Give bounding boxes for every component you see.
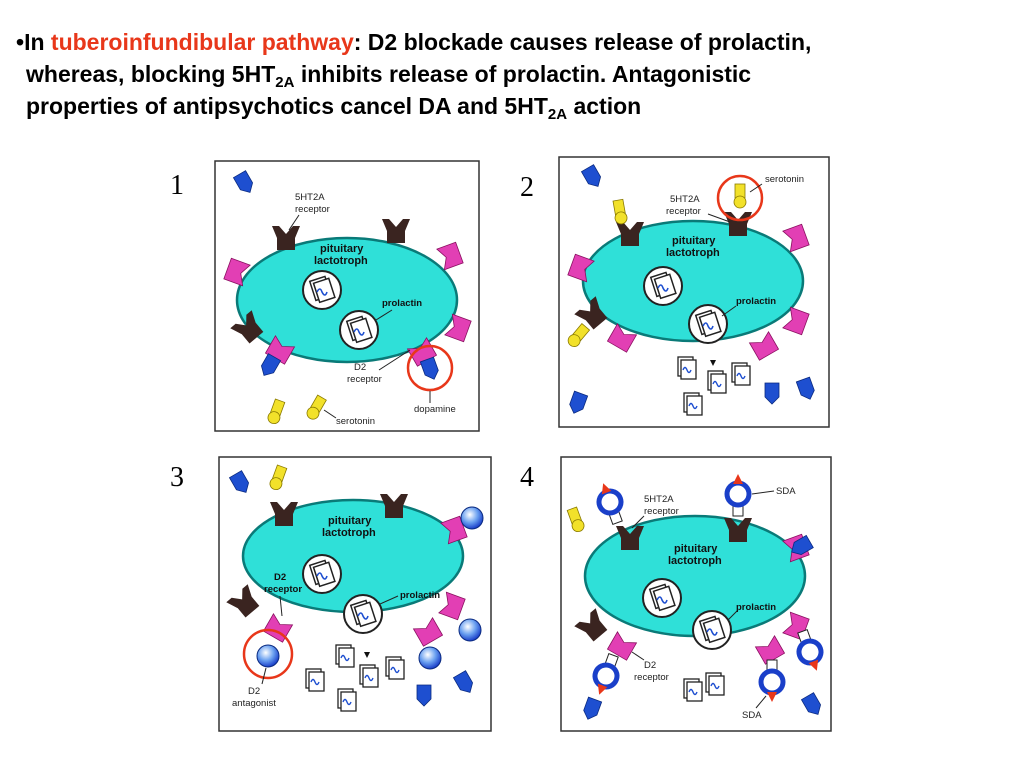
prolactin-packet (683, 392, 703, 416)
prolactin-packet (359, 664, 379, 688)
bullet-in: In (24, 29, 51, 55)
prolactin-granule (339, 310, 379, 350)
prolactin-granule (643, 266, 683, 306)
prolactin-packet (337, 688, 357, 712)
cell-label-1: pituitary (320, 243, 364, 255)
highlight-circle (242, 628, 294, 680)
5ht2a-label: 5HT2A (644, 494, 674, 505)
panel-2: pituitary lactotroph prolactin serotonin… (558, 156, 830, 428)
cell-label-2: lactotroph (668, 555, 722, 567)
line3-text-a: properties of antipsychotics cancel DA a… (26, 93, 548, 119)
panel-4-diagram: pituitary lactotroph prolactin 5HT2A rec… (560, 456, 832, 732)
cell-label-2: lactotroph (322, 527, 376, 539)
5ht2a-label: 5HT2A (670, 194, 700, 205)
panel-number-4: 4 (520, 462, 534, 493)
d2-label: D2 (274, 572, 286, 583)
serotonin-label: serotonin (765, 174, 804, 185)
panel-1-diagram: pituitary lactotroph prolactin 5HT2A rec… (214, 160, 480, 432)
cell-label-1: pituitary (674, 543, 718, 555)
prolactin-granule (642, 578, 682, 618)
bullet-line3: properties of antipsychotics cancel DA a… (16, 90, 1006, 122)
serotonin-molecule (733, 183, 747, 209)
prolactin-label: prolactin (400, 590, 440, 601)
line3-text-b: action (567, 93, 642, 119)
line2-subscript: 2A (275, 74, 295, 91)
5ht2a-label: 5HT2A (295, 192, 325, 203)
prolactin-packet (677, 356, 697, 380)
antagonist-label-1: D2 (248, 686, 260, 697)
receptor-label: receptor (644, 506, 679, 517)
d2-label: D2 (644, 660, 656, 671)
prolactin-packet (705, 672, 725, 696)
pathway-name: tuberoinfundibular pathway (50, 29, 354, 55)
d2-antagonist (460, 506, 484, 530)
prolactin-label: prolactin (736, 602, 776, 613)
receptor-label: receptor (666, 206, 701, 217)
sda-label-top: SDA (776, 486, 796, 497)
panel-4: pituitary lactotroph prolactin 5HT2A rec… (560, 456, 834, 734)
antagonist-label-2: antagonist (232, 698, 276, 709)
cell-label-2: lactotroph (666, 247, 720, 259)
highlight-circle (716, 174, 764, 222)
bullet-mark: • (16, 29, 25, 55)
line2-text-a: whereas, blocking 5HT (26, 61, 276, 87)
panel-number-2: 2 (520, 172, 534, 203)
bullet-line1-rest: : D2 blockade causes release of prolacti… (353, 29, 812, 55)
cell-label-2: lactotroph (314, 255, 368, 267)
line3-subscript: 2A (547, 106, 568, 123)
bullet-line2: whereas, blocking 5HT2A inhibits release… (16, 58, 1006, 90)
d2-antagonist (458, 618, 482, 642)
prolactin-granule (302, 270, 342, 310)
line2-text-b: inhibits release of prolactin. Antagonis… (294, 61, 752, 87)
lactotroph-cell (235, 236, 459, 364)
prolactin-granule (692, 610, 732, 650)
cell-label-1: pituitary (328, 515, 372, 527)
lactotroph-cell (581, 219, 805, 343)
bullet-text: •In tuberoinfundibular pathway: D2 block… (16, 26, 1006, 122)
d2-antagonist (418, 646, 442, 670)
prolactin-granule (688, 304, 728, 344)
cell-label-1: pituitary (672, 235, 716, 247)
receptor-label: receptor (347, 374, 382, 385)
lactotroph-cell (583, 514, 807, 638)
receptor-label: receptor (295, 204, 330, 215)
highlight-circle (406, 344, 454, 392)
prolactin-packet (385, 656, 405, 680)
serotonin-label: serotonin (336, 416, 375, 427)
prolactin-packet (683, 678, 703, 702)
prolactin-granule (302, 554, 342, 594)
dopamine-label: dopamine (414, 404, 456, 415)
prolactin-packet (305, 668, 325, 692)
panel-3: pituitary lactotroph prolactin D2 recept… (218, 456, 494, 734)
prolactin-label: prolactin (736, 296, 776, 307)
prolactin-packet (707, 370, 727, 394)
panel-number-3: 3 (170, 462, 184, 493)
prolactin-packet (335, 644, 355, 668)
panel-3-diagram: pituitary lactotroph prolactin D2 recept… (218, 456, 492, 732)
sda-label-bottom: SDA (742, 710, 762, 721)
panel-1: pituitary lactotroph prolactin 5HT2A rec… (214, 160, 480, 432)
receptor-label: receptor (634, 672, 669, 683)
receptor-label: receptor (264, 584, 302, 595)
panel-2-diagram: pituitary lactotroph prolactin serotonin… (558, 156, 830, 428)
prolactin-label: prolactin (382, 298, 422, 309)
d2-antagonist (256, 644, 280, 668)
prolactin-packet (731, 362, 751, 386)
d2-label: D2 (354, 362, 366, 373)
prolactin-granule (343, 594, 383, 634)
panel-number-1: 1 (170, 170, 184, 201)
